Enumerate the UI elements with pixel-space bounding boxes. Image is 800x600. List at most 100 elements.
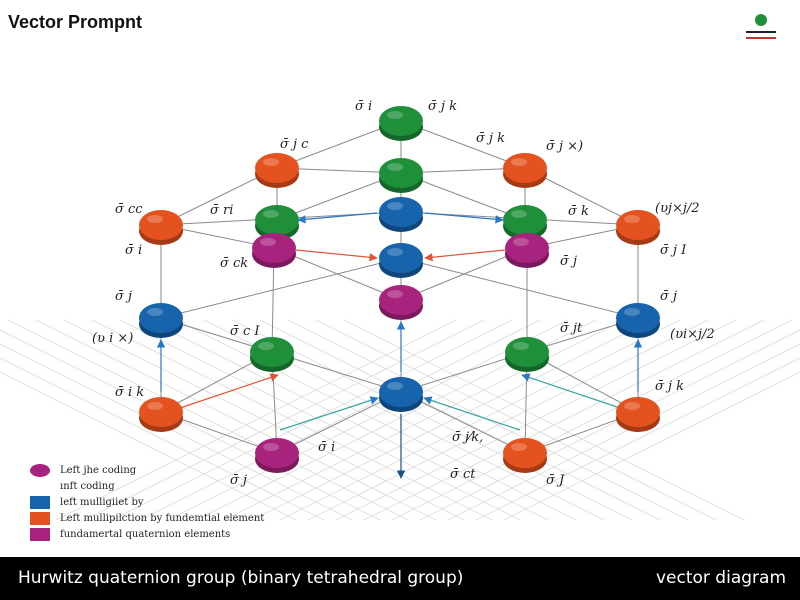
node-highlight bbox=[513, 342, 529, 350]
node-top bbox=[505, 233, 549, 263]
nodes bbox=[139, 106, 660, 473]
node-label: σ̄ j k bbox=[428, 99, 457, 114]
legend-item: left mulligiiet by bbox=[30, 494, 264, 510]
blue-node bbox=[139, 303, 183, 338]
node-top bbox=[139, 397, 183, 427]
blue-node bbox=[379, 243, 423, 278]
orange-node bbox=[616, 210, 660, 245]
node-highlight bbox=[387, 382, 403, 390]
node-highlight bbox=[260, 238, 276, 246]
arrow bbox=[295, 249, 378, 262]
magenta-node bbox=[252, 233, 296, 268]
node-top bbox=[503, 438, 547, 468]
node-highlight bbox=[387, 202, 403, 210]
legend-label: Left mullipilction by fundemtial element bbox=[60, 512, 265, 524]
node-highlight bbox=[511, 210, 527, 218]
node-top bbox=[616, 303, 660, 333]
node-top bbox=[503, 153, 547, 183]
legend-swatch bbox=[30, 463, 50, 477]
node-label: σ̄ j⁄k, bbox=[452, 430, 483, 445]
legend-item: Left jhe coding bbox=[30, 462, 264, 478]
arrow bbox=[297, 212, 378, 224]
node-label: σ̄ ck bbox=[220, 256, 248, 271]
node-label: σ̄ j I bbox=[660, 243, 687, 258]
node-top bbox=[503, 205, 547, 235]
node-label: σ̄ J bbox=[546, 473, 565, 488]
menu-icon[interactable] bbox=[746, 14, 776, 44]
node-highlight bbox=[624, 215, 640, 223]
orange-node bbox=[616, 397, 660, 432]
node-label: (υj×j/2 bbox=[655, 201, 700, 216]
node-label: σ̄ cc bbox=[115, 202, 143, 217]
node-label: σ̄ c I bbox=[230, 324, 260, 339]
node-top bbox=[379, 197, 423, 227]
magenta-node bbox=[379, 285, 423, 320]
node-label: (υi×j/2 bbox=[670, 327, 715, 342]
green-node bbox=[505, 337, 549, 372]
node-highlight bbox=[624, 402, 640, 410]
node-top bbox=[616, 397, 660, 427]
arrow bbox=[521, 373, 621, 409]
node-label: σ̄ j k bbox=[655, 379, 684, 394]
arrow bbox=[279, 396, 379, 431]
node-highlight bbox=[511, 443, 527, 451]
node-label: σ̄ j ×) bbox=[546, 139, 583, 154]
node-highlight bbox=[387, 290, 403, 298]
node-label: σ̄ ri bbox=[210, 203, 233, 218]
arrows bbox=[156, 212, 643, 479]
legend-swatch bbox=[30, 511, 50, 525]
legend-item: fundamertal quaternion elements bbox=[30, 526, 264, 542]
legend-label: ınft coding bbox=[60, 480, 115, 492]
node-highlight bbox=[258, 342, 274, 350]
legend-label: Left jhe coding bbox=[60, 464, 137, 476]
node-top bbox=[379, 243, 423, 273]
legend-label: left mulligiiet by bbox=[60, 496, 144, 508]
page-title: Vector Prompnt bbox=[8, 12, 143, 32]
floor-grid bbox=[0, 319, 800, 600]
legend-swatch bbox=[30, 495, 50, 509]
node-highlight bbox=[147, 308, 163, 316]
node-label: σ̄ k bbox=[568, 204, 589, 219]
node-highlight bbox=[263, 158, 279, 166]
footer-caption: Hurwitz quaternion group (binary tetrahe… bbox=[18, 568, 464, 588]
edge bbox=[160, 257, 402, 319]
legend-swatch bbox=[30, 527, 50, 541]
menu-icon-line-accent bbox=[746, 37, 776, 39]
node-label: σ̄ i bbox=[125, 243, 142, 258]
legend: Left jhe coding ınft coding left mulligi… bbox=[30, 462, 264, 542]
legend-label: fundamertal quaternion elements bbox=[60, 528, 231, 540]
legend-item: ınft coding bbox=[30, 478, 264, 494]
magenta-node bbox=[255, 438, 299, 473]
grid-mask bbox=[0, 520, 800, 557]
footer-bar: Hurwitz quaternion group (binary tetrahe… bbox=[0, 557, 800, 600]
node-highlight bbox=[513, 238, 529, 246]
magenta-node bbox=[505, 233, 549, 268]
node-top bbox=[252, 233, 296, 263]
node-top bbox=[255, 438, 299, 468]
legend-swatch-empty bbox=[30, 480, 50, 493]
node-top bbox=[255, 205, 299, 235]
node-label: σ̄ j bbox=[230, 473, 247, 488]
node-label: σ̄ ct bbox=[450, 467, 476, 482]
green-node bbox=[503, 205, 547, 240]
node-highlight bbox=[511, 158, 527, 166]
node-label: σ̄ i bbox=[318, 440, 335, 455]
menu-icon-line bbox=[746, 31, 776, 33]
node-top bbox=[379, 106, 423, 136]
node-label: σ̄ jt bbox=[560, 321, 583, 336]
orange-node bbox=[139, 397, 183, 432]
blue-node bbox=[379, 197, 423, 232]
node-label: σ̄ j bbox=[660, 289, 677, 304]
orange-node bbox=[503, 153, 547, 188]
blue-node bbox=[379, 377, 423, 412]
node-top bbox=[505, 337, 549, 367]
arrow bbox=[424, 212, 504, 224]
arrow bbox=[179, 373, 279, 409]
node-highlight bbox=[387, 111, 403, 119]
orange-node bbox=[139, 210, 183, 245]
green-node bbox=[255, 205, 299, 240]
blue-node bbox=[616, 303, 660, 338]
node-label: σ̄ j bbox=[560, 254, 577, 269]
legend-item: Left mullipilction by fundemtial element bbox=[30, 510, 264, 526]
